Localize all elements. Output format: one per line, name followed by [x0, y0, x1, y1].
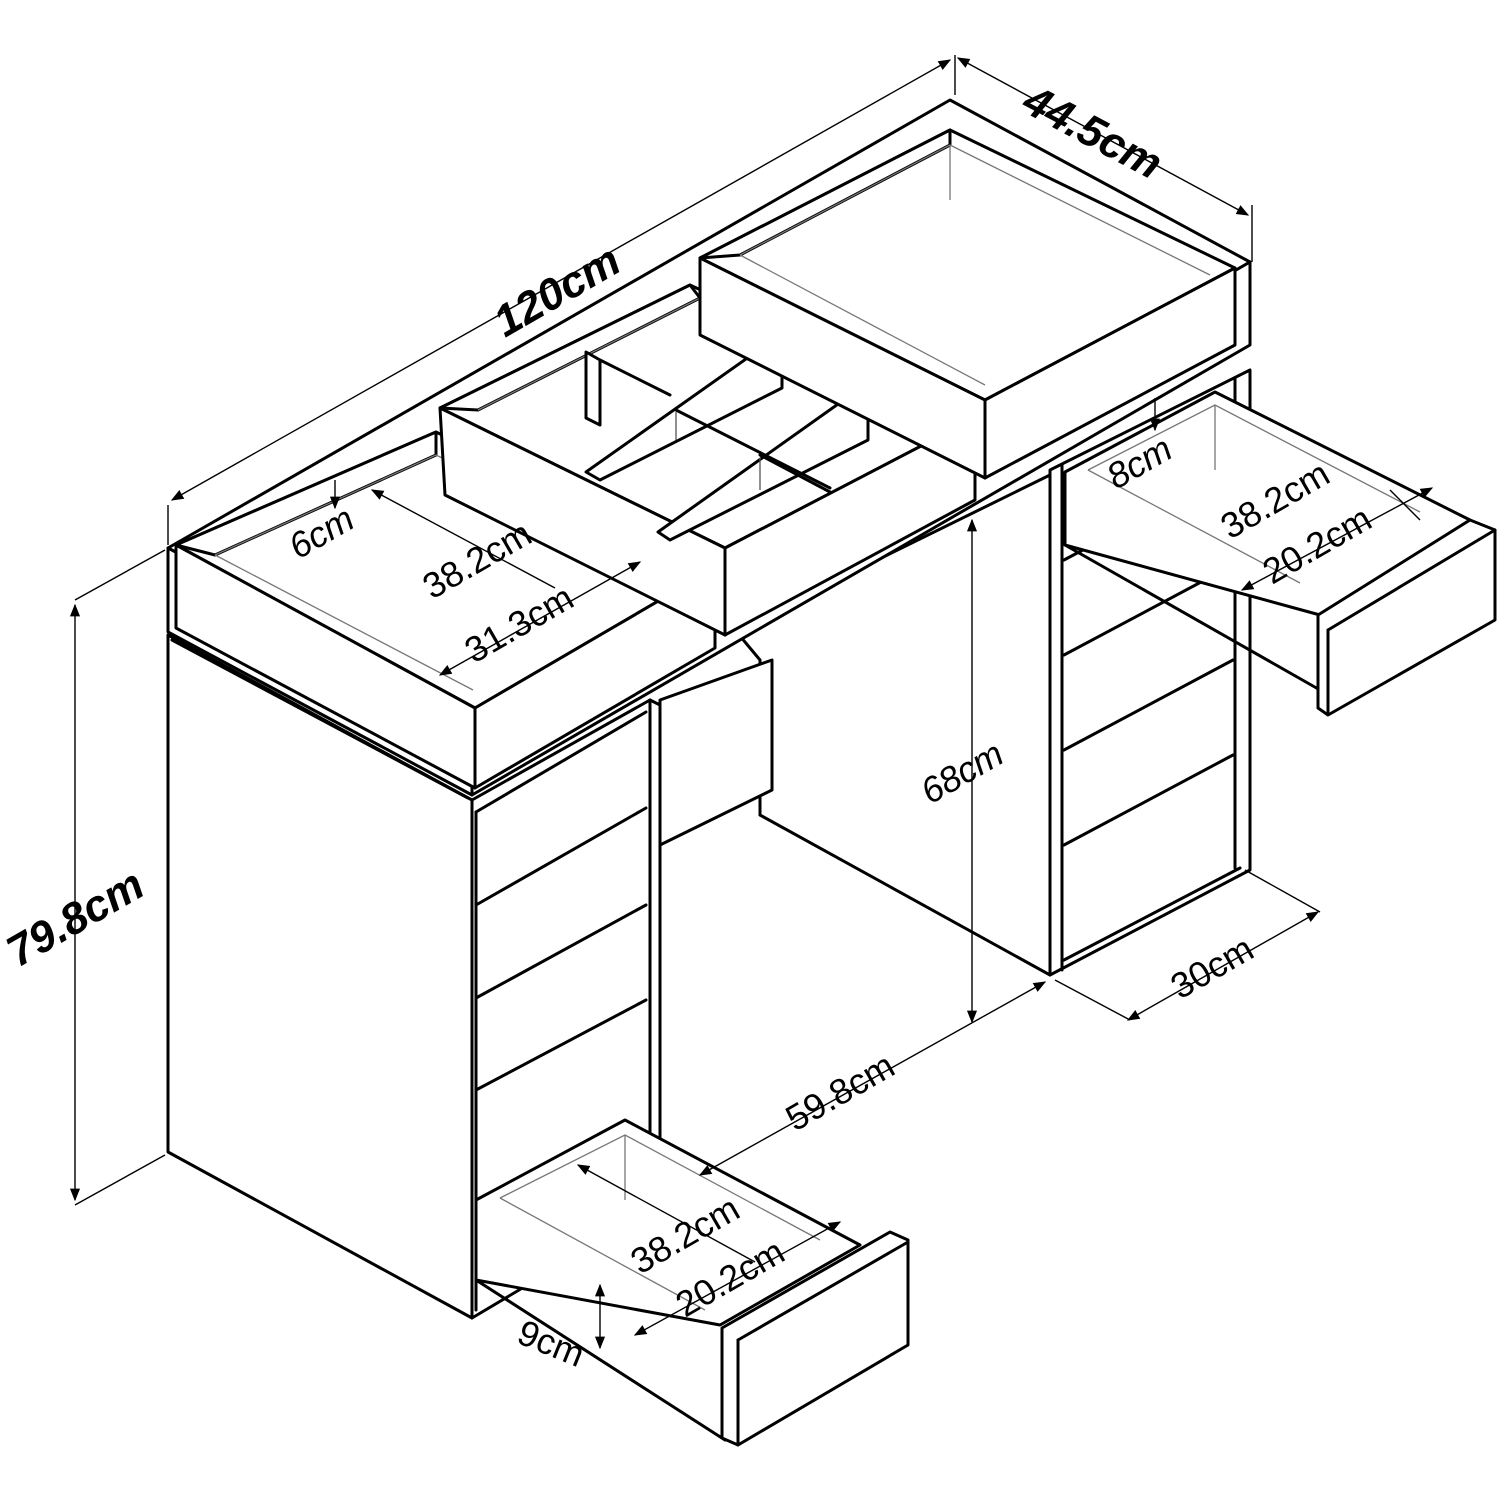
label-pedestal-width: 30cm — [1164, 927, 1261, 1007]
label-knee-width: 59.8cm — [779, 1044, 902, 1139]
label-overall-height: 79.8cm — [0, 860, 152, 977]
dimension-lines — [69, 55, 1434, 1350]
label-drawer-bottom-height: 9cm — [512, 1311, 590, 1374]
